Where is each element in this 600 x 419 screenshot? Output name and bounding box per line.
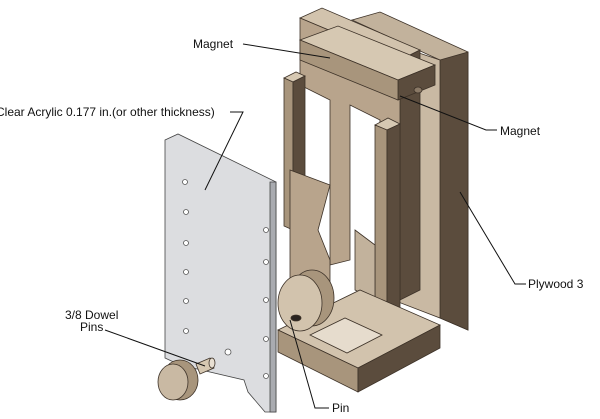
label-dowel-pins-line2: Pins [80, 320, 104, 334]
wheel [277, 269, 335, 332]
label-pin: Pin [332, 401, 350, 415]
label-clear-acrylic: Clear Acrylic 0.177 in.(or other thickne… [0, 105, 215, 119]
label-dowel-pins-line1: 3/8 Dowel [65, 308, 119, 322]
top-bar [298, 25, 437, 101]
knob [157, 359, 199, 401]
pin-hole [290, 314, 302, 322]
base [277, 289, 441, 393]
label-plywood: Plywood 3 [528, 277, 584, 291]
leader-lines [104, 43, 526, 409]
acrylic-plate [164, 133, 277, 413]
label-magnet-right: Magnet [500, 124, 541, 138]
label-magnet-top: Magnet [193, 37, 234, 51]
